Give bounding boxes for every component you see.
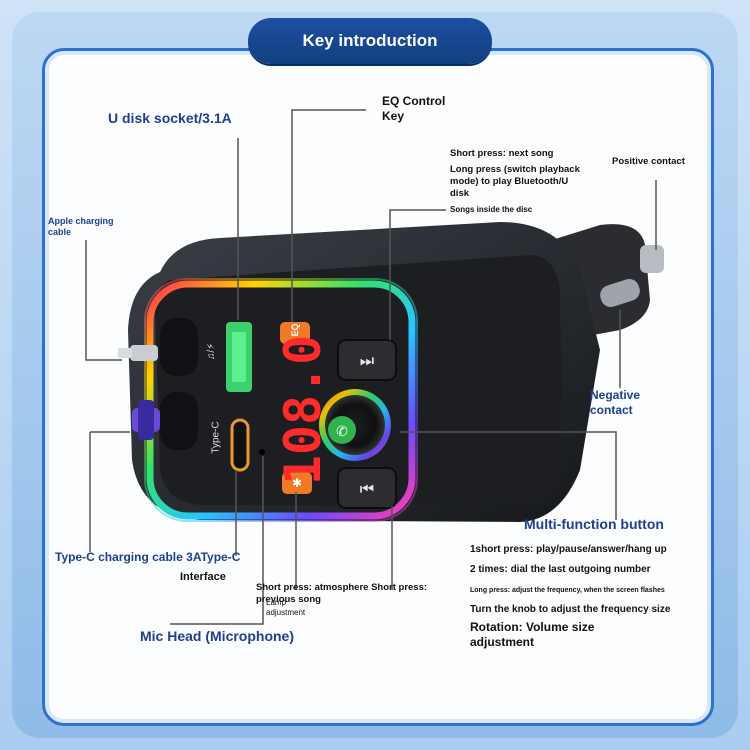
label-typec-cable: Type-C charging cable 3AType-C <box>55 550 241 564</box>
label-m4: Turn the knob to adjust the frequency si… <box>470 604 671 615</box>
apple-cable-socket <box>118 318 198 376</box>
typec-cable-socket <box>132 392 198 450</box>
label-next-long: Long press (switch playback mode) to pla… <box>450 164 580 199</box>
label-lamp: Lamp adjustment <box>266 598 306 617</box>
phone-icon <box>328 416 356 444</box>
label-m3: Long press: adjust the frequency, when t… <box>470 587 665 594</box>
page-title: Key introduction <box>248 18 492 64</box>
label-multi: Multi-function button <box>524 516 664 532</box>
prev-track-icon: ⏮ <box>360 479 374 498</box>
label-eq: EQ Control Key <box>382 94 446 123</box>
label-mic: Mic Head (Microphone) <box>140 628 295 644</box>
light-icon: ✱ <box>292 476 302 490</box>
label-u-disk: U disk socket/3.1A <box>108 110 232 126</box>
label-m1: 1short press: play/pause/answer/hang up <box>470 544 667 555</box>
typec-port-icon <box>230 418 250 472</box>
label-m2: 2 times: dial the last outgoing number <box>470 564 651 575</box>
label-positive: Positive contact <box>612 156 685 167</box>
label-next-long2: Songs inside the disc <box>450 205 533 214</box>
svg-text:✆: ✆ <box>336 424 348 440</box>
eq-key-label: EQ <box>290 323 300 337</box>
label-atmos: Short press: atmosphere Short press: <box>256 582 428 593</box>
label-negative: Negative contact <box>590 388 641 417</box>
next-track-button <box>337 339 397 381</box>
label-apple: Apple charging cable <box>48 216 114 238</box>
next-track-icon: ⏭ <box>360 351 374 370</box>
mic-hole <box>259 449 265 455</box>
eq-key <box>280 322 310 344</box>
typec-port-label: Type-C <box>210 421 222 454</box>
positive-contact-tip <box>640 245 664 273</box>
label-prev: previous song <box>256 594 321 605</box>
label-next-short: Short press: next song <box>450 148 554 159</box>
label-interface: Interface <box>180 571 226 583</box>
usb-port-label: ♫/⚡ <box>206 342 218 361</box>
prev-track-button <box>337 467 397 509</box>
negative-contact-spring <box>600 278 640 308</box>
label-m5: Rotation: Volume size adjustment <box>470 620 595 649</box>
light-key <box>282 472 312 494</box>
